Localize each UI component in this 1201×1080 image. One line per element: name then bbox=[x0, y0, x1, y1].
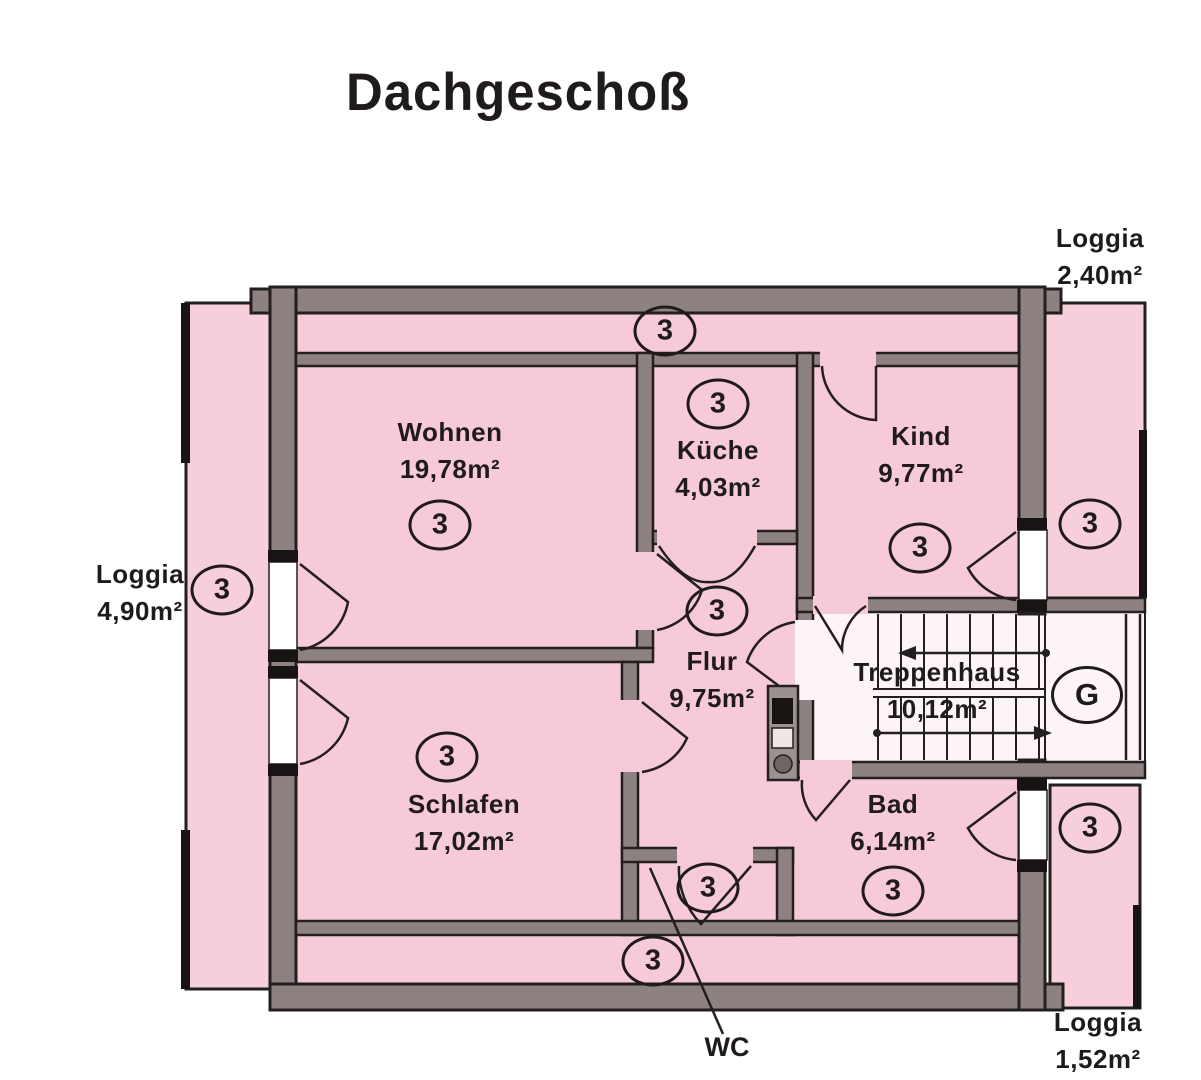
room-area: 10,12m² bbox=[886, 694, 988, 724]
room-name: Treppenhaus bbox=[853, 657, 1021, 687]
loggia-label-left: Loggia 4,90m² bbox=[96, 556, 184, 630]
room-area: 6,14m² bbox=[850, 826, 936, 856]
loggia-name: Loggia bbox=[1053, 1007, 1143, 1037]
unit-marker: 3 bbox=[1058, 498, 1122, 550]
unit-marker: 3 bbox=[686, 378, 750, 430]
room-name: Kind bbox=[891, 421, 951, 451]
loggia-label-bottom-right: Loggia 1,52m² bbox=[1054, 1004, 1142, 1078]
room-name: Flur bbox=[686, 646, 738, 676]
shaft bbox=[766, 684, 800, 782]
unit-marker: 3 bbox=[888, 522, 952, 574]
unit-marker: 3 bbox=[861, 865, 925, 917]
unit-marker: 3 bbox=[621, 935, 685, 987]
unit-marker: 3 bbox=[190, 564, 254, 616]
room-label-treppenhaus: Treppenhaus 10,12m² bbox=[853, 654, 1020, 728]
wc-leader-line bbox=[648, 867, 725, 1035]
loggia-label-top-right: Loggia 2,40m² bbox=[1056, 220, 1144, 294]
room-name: Wohnen bbox=[397, 417, 503, 447]
room-area: 4,03m² bbox=[675, 472, 761, 502]
room-area: 19,78m² bbox=[399, 454, 501, 484]
loggia-name: Loggia bbox=[1055, 223, 1145, 253]
loggia-area: 2,40m² bbox=[1057, 260, 1143, 290]
unit-marker: 3 bbox=[676, 862, 740, 914]
room-label-schlafen: Schlafen 17,02m² bbox=[408, 786, 520, 860]
unit-marker: 3 bbox=[685, 585, 749, 637]
room-label-wohnen: Wohnen 19,78m² bbox=[397, 414, 502, 488]
room-area: 9,75m² bbox=[669, 683, 755, 713]
room-label-kind: Kind 9,77m² bbox=[878, 418, 963, 492]
room-name: Schlafen bbox=[407, 789, 521, 819]
unit-marker: 3 bbox=[1058, 802, 1122, 854]
stair-treads bbox=[873, 614, 1142, 760]
unit-marker: 3 bbox=[633, 305, 697, 357]
room-area: 9,77m² bbox=[878, 458, 964, 488]
room-area: 17,02m² bbox=[413, 826, 515, 856]
room-label-flur: Flur 9,75m² bbox=[669, 643, 754, 717]
loggia-area: 1,52m² bbox=[1055, 1044, 1141, 1074]
stairwell-marker: G bbox=[1051, 666, 1123, 724]
room-name: Küche bbox=[677, 435, 759, 465]
page-title: Dachgeschoß bbox=[346, 63, 691, 122]
loggia-name: Loggia bbox=[95, 559, 185, 589]
loggia-area: 4,90m² bbox=[97, 596, 183, 626]
unit-marker: 3 bbox=[408, 499, 472, 551]
room-label-wc: WC bbox=[704, 1032, 750, 1062]
stair-direction-arrows bbox=[873, 646, 1052, 740]
room-label-kueche: Küche 4,03m² bbox=[675, 432, 760, 506]
room-label-bad: Bad 6,14m² bbox=[850, 786, 935, 860]
wall-openings bbox=[268, 351, 1048, 872]
room-name: Bad bbox=[867, 789, 919, 819]
unit-marker: 3 bbox=[415, 731, 479, 783]
